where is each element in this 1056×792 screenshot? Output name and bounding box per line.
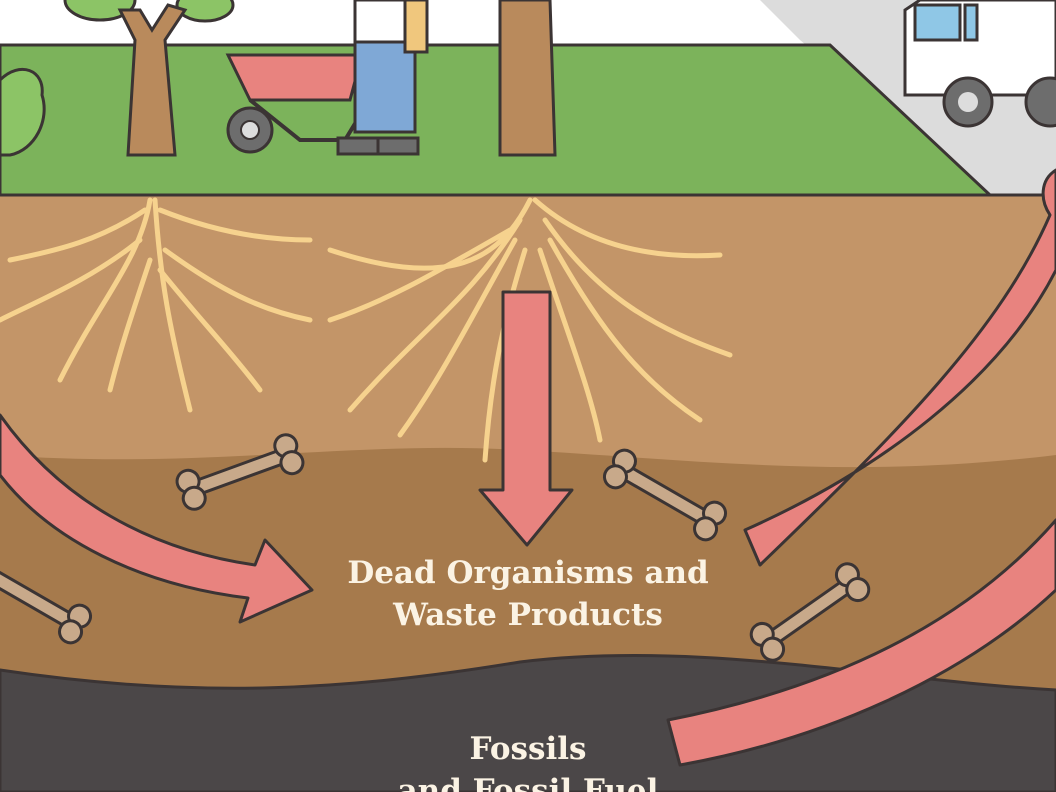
gardener-icon xyxy=(336,0,429,156)
label-line: Waste Products xyxy=(393,597,663,633)
arrow-icon xyxy=(478,290,574,547)
bone-icon xyxy=(175,433,305,511)
truck-icon xyxy=(903,0,1056,128)
tree-icon xyxy=(498,0,557,157)
tree-icon xyxy=(63,0,235,157)
bush-icon xyxy=(0,67,46,157)
bone-icon xyxy=(749,562,871,662)
wheelbarrow-icon xyxy=(225,48,402,154)
label-line: and Fossil Fuel xyxy=(397,773,659,792)
bone-icon xyxy=(602,448,728,542)
bone-icon xyxy=(0,564,93,645)
label-line: Dead Organisms and xyxy=(347,555,709,591)
root-system-icon xyxy=(0,197,733,463)
fossils-label: Fossils and Fossil Fuel xyxy=(0,728,1056,792)
arrow-icon xyxy=(666,518,1056,767)
label-line: Fossils xyxy=(469,731,587,767)
dead-organisms-label: Dead Organisms and Waste Products xyxy=(0,552,1056,636)
arrow-icon xyxy=(743,168,1056,567)
arrow-icon xyxy=(0,413,314,624)
